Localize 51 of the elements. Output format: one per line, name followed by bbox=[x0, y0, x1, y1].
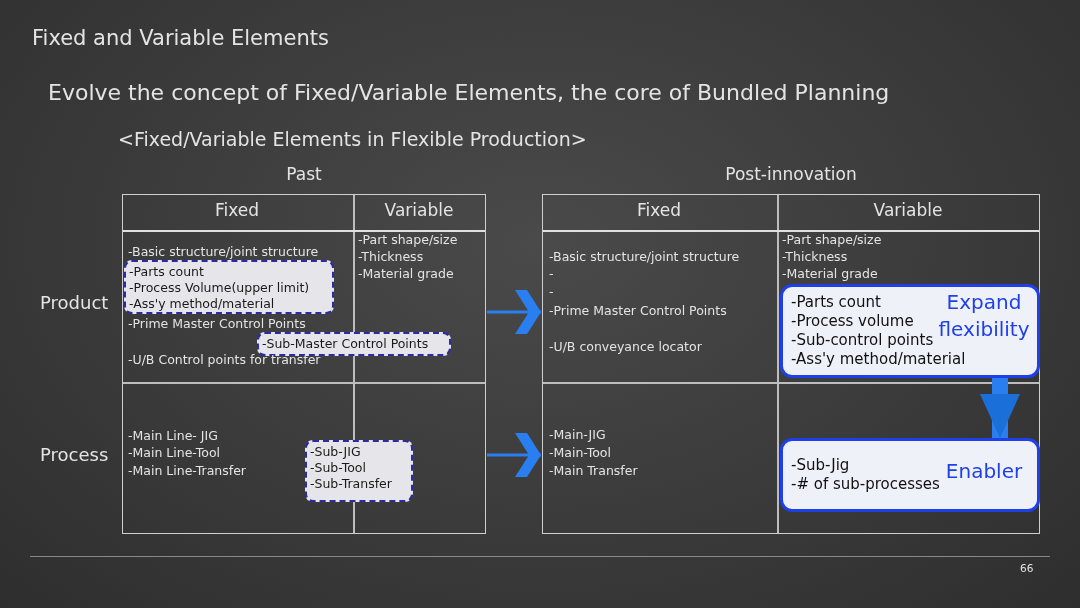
item-text: -Process volume bbox=[791, 312, 914, 331]
table-heading: Post-innovation bbox=[724, 164, 858, 185]
cell-text: -Main-Tool bbox=[549, 445, 611, 460]
cell-text: -Main Line-Transfer bbox=[128, 463, 246, 478]
subtitle: Evolve the concept of Fixed/Variable Elements, the core of Bundled Planning bbox=[48, 80, 890, 107]
table-heading: Past bbox=[285, 164, 323, 185]
item-text: -Parts count bbox=[791, 293, 881, 312]
item-text: -Ass'y method/material bbox=[129, 296, 276, 312]
cell-text: -Prime Master Control Points bbox=[549, 303, 727, 318]
cell-text: -Main-JIG bbox=[549, 427, 606, 442]
cell-text: -Main Line-Tool bbox=[128, 445, 221, 460]
column-heading: Fixed bbox=[635, 200, 683, 221]
callout-box bbox=[780, 438, 1040, 512]
highlight-box bbox=[257, 332, 451, 356]
row-heading: Process bbox=[40, 444, 109, 466]
cell-text: -Material grade bbox=[358, 266, 454, 281]
cell-text: -Prime Master Control Points bbox=[128, 316, 306, 331]
row-heading: Product bbox=[40, 292, 109, 314]
slide-title: Fixed and Variable Elements bbox=[32, 26, 329, 52]
callout-heading: Enabler bbox=[944, 458, 1024, 485]
highlight-box bbox=[124, 260, 334, 314]
item-text: -# of sub-processes bbox=[791, 475, 940, 494]
cell-text: - bbox=[549, 266, 554, 281]
column-heading: Variable bbox=[383, 200, 455, 221]
callout-box bbox=[780, 284, 1040, 378]
item-text: -Sub-control points bbox=[791, 331, 934, 350]
column-heading: Fixed bbox=[213, 200, 261, 221]
item-text: -Sub-Jig bbox=[791, 456, 850, 475]
item-text: -Sub-Master Control Points bbox=[262, 336, 430, 352]
arrow bbox=[980, 378, 1020, 438]
cell-text: -Part shape/size bbox=[358, 232, 458, 247]
cell-text: -Main Transfer bbox=[549, 463, 638, 478]
callout-heading: Expand flexibility bbox=[937, 289, 1031, 343]
cell-text: -Part shape/size bbox=[782, 232, 882, 247]
item-text: -Sub-Transfer bbox=[310, 476, 393, 492]
cell-text: -Thickness bbox=[358, 249, 424, 264]
item-text: -Ass'y method/material bbox=[791, 350, 966, 369]
cell-text: -U/B conveyance locator bbox=[549, 339, 702, 354]
page-number: 66 bbox=[1020, 562, 1034, 575]
cell-text: -Thickness bbox=[782, 249, 848, 264]
column-heading: Variable bbox=[872, 200, 944, 221]
item-text: -Sub-JIG bbox=[310, 444, 362, 460]
cell-text: -Basic structure/joint structure bbox=[549, 249, 740, 264]
section-heading: <Fixed/Variable Elements in Flexible Production> bbox=[118, 128, 587, 151]
highlight-box bbox=[305, 440, 413, 502]
item-text: -Process Volume(upper limit) bbox=[129, 280, 311, 296]
item-text: -Sub-Tool bbox=[310, 460, 367, 476]
cell-text: -U/B Control points for transfer bbox=[128, 352, 321, 367]
cell-text: -Main Line- JIG bbox=[128, 428, 218, 443]
cell-text: - bbox=[549, 284, 554, 299]
item-text: -Parts count bbox=[129, 264, 205, 280]
